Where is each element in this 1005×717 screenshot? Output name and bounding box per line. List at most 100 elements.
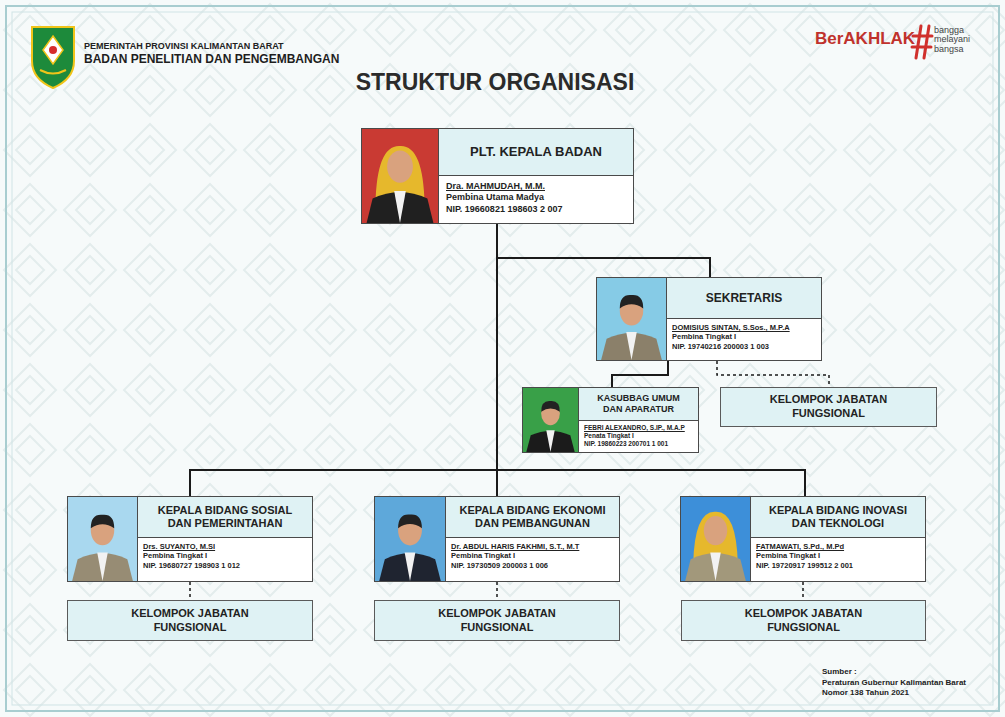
official-name: FEBRI ALEXANDRO, S.IP., M.A.P [584,424,693,432]
group-box: KELOMPOK JABATAN FUNGSIONAL [374,600,620,641]
position-header: KEPALA BIDANG SOSIAL DAN PEMERINTAHAN [138,497,312,538]
photo-face [704,516,727,545]
photo-shoulders [685,553,746,581]
portrait-photo [681,497,750,581]
group-title: KELOMPOK JABATAN FUNGSIONAL [754,393,904,421]
official-rank: Pembina Tingkat I [451,551,614,560]
group-title: KELOMPOK JABATAN FUNGSIONAL [422,607,572,635]
official-rank: Penata Tingkat I [584,432,693,440]
official-name: Dr. ABDUL HARIS FAKHMI, S.T., M.T [451,542,614,551]
official-nip: NIP. 19660821 198603 2 007 [446,204,626,215]
org-connector [496,582,498,600]
position-title: KASUBBAG UMUM DAN APARATUR [587,393,690,415]
official-details: FATMAWATI, S.Pd., M.PdPembina Tingkat IN… [751,538,925,581]
position-card: KEPALA BIDANG EKONOMI DAN PEMBANGUNAN Dr.… [445,497,619,581]
portrait-photo [597,278,666,360]
official-details: DOMISIUS SINTAN, S.Sos., M.P.APembina Ti… [667,319,821,360]
official-name: DOMISIUS SINTAN, S.Sos., M.P.A [672,323,816,332]
position-header: KEPALA BIDANG EKONOMI DAN PEMBANGUNAN [446,497,619,538]
position-card: KEPALA BIDANG SOSIAL DAN PEMERINTAHAN Drs… [137,497,312,581]
group-title: KELOMPOK JABATAN FUNGSIONAL [115,607,265,635]
official-details: FEBRI ALEXANDRO, S.IP., M.A.PPenata Ting… [579,421,698,452]
position-box: KASUBBAG UMUM DAN APARATUR FEBRI ALEXANDR… [522,387,699,453]
source-note: Peraturan Gubernur Kalimantan Barat Nomo… [822,678,990,697]
photo-hair [541,401,560,412]
group-box: KELOMPOK JABATAN FUNGSIONAL [681,600,926,641]
position-title: SEKRETARIS [706,291,782,305]
position-title: KEPALA BIDANG EKONOMI DAN PEMBANGUNAN [454,504,611,530]
photo-ground [597,278,666,360]
official-name: Drs. SUYANTO, M.SI [143,542,307,551]
position-box: KEPALA BIDANG EKONOMI DAN PEMBANGUNAN Dr.… [374,496,620,582]
photo-face [387,150,413,182]
photo-shoulders [72,553,133,581]
photo-hair [398,514,422,528]
page-frame [12,12,993,705]
official-details: Drs. SUYANTO, M.SIPembina Tingkat INIP. … [138,538,312,581]
source-heading: Sumber : [822,667,982,676]
portrait-photo [362,129,438,223]
position-card: KASUBBAG UMUM DAN APARATUR FEBRI ALEXANDR… [578,388,698,452]
emblem-dot [49,46,57,54]
photo-shoulders [526,431,574,452]
brand-tagline: bangga melayani bangsa [934,26,980,54]
hashtag-stroke [916,26,921,58]
official-rank: Pembina Tingkat I [756,551,920,560]
official-nip: NIP. 19720917 199512 2 001 [756,561,920,570]
photo-collar [546,430,554,452]
official-nip: NIP. 19730509 200003 1 006 [451,561,614,570]
group-title: KELOMPOK JABATAN FUNGSIONAL [729,607,879,635]
position-title: KEPALA BIDANG INOVASI DAN TEKNOLOGI [759,504,917,530]
photo-ground [68,497,137,581]
position-box: KEPALA BIDANG INOVASI DAN TEKNOLOGI FATMA… [680,496,926,582]
photo-shoulders [601,333,662,360]
photo-collar [710,552,721,581]
photo-ground [681,497,750,581]
emblem-diamond [43,36,63,64]
official-rank: Pembina Tingkat I [143,551,307,560]
official-nip: NIP. 19740216 200003 1 003 [672,342,816,351]
photo-shoulders [367,192,434,223]
page-frame [6,6,999,711]
position-header: KEPALA BIDANG INOVASI DAN TEKNOLOGI [751,497,925,538]
position-box: SEKRETARIS DOMISIUS SINTAN, S.Sos., M.P.A… [596,277,822,361]
position-card: KEPALA BIDANG INOVASI DAN TEKNOLOGI FATMA… [750,497,925,581]
photo-ground [362,129,438,223]
emblem-shield [32,27,74,88]
photo-collar [626,332,637,360]
portrait-photo [68,497,137,581]
group-box: KELOMPOK JABATAN FUNGSIONAL [720,387,937,427]
position-title: KEPALA BIDANG SOSIAL DAN PEMERINTAHAN [146,504,304,530]
chart-title: STRUKTUR ORGANISASI [300,69,690,96]
portrait-photo [523,388,578,452]
hashtag-stroke [913,35,932,38]
org-connector [497,224,710,277]
org-connector [189,582,191,600]
emblem-ribbon [40,70,66,74]
official-name: FATMAWATI, S.Pd., M.Pd [756,542,920,551]
org-connector [717,361,829,387]
official-nip: NIP. 19860223 200701 1 001 [584,440,693,448]
province-emblem [32,27,74,88]
photo-shoulders [379,553,441,581]
official-details: Dra. MAHMUDAH, M.M.Pembina Utama MadyaNI… [439,176,633,223]
position-box: KEPALA BIDANG SOSIAL DAN PEMERINTAHAN Drs… [67,496,313,582]
official-details: Dr. ABDUL HARIS FAKHMI, S.T., M.TPembina… [446,538,619,581]
org-connector [190,224,497,496]
position-header: PLT. KEPALA BADAN [439,129,633,176]
brand-logo: BerAKHLAK [815,29,915,49]
group-box: KELOMPOK JABATAN FUNGSIONAL [67,600,313,641]
photo-collar [394,191,406,223]
photo-collar [97,552,108,581]
portrait-photo [375,497,445,581]
official-rank: Pembina Utama Madya [446,192,626,203]
photo-hair [620,295,643,309]
position-box: PLT. KEPALA BADANDra. MAHMUDAH, M.M.Pemb… [361,128,634,224]
photo-collar [405,552,416,581]
agency-name: BADAN PENELITIAN DAN PENGEMBANGAN [84,53,354,67]
official-nip: NIP. 19680727 198903 1 012 [143,561,307,570]
photo-ground [523,388,578,452]
official-name: Dra. MAHMUDAH, M.M. [446,181,626,192]
